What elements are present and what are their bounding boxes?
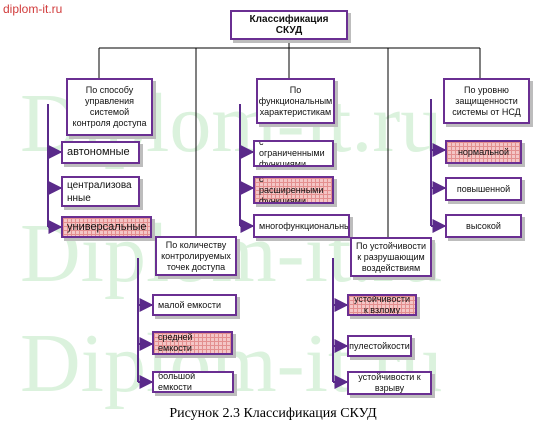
branch-capacity-item-2: средней емкости — [152, 331, 233, 355]
branch-protection-item-3: высокой — [445, 214, 522, 238]
root-box: Классификация СКУД — [230, 10, 348, 40]
branch-management-item-3: универсальные — [61, 216, 152, 238]
branch-resistance-item-1: устойчивости к взлому — [347, 294, 417, 316]
branch-protection-item-1: нормальной — [445, 140, 522, 164]
branch-protection-header: По уровню защищенности системы от НСД — [443, 78, 530, 124]
branch-functional-header: По функциональным характеристикам — [256, 78, 335, 124]
branch-functional-item-3: многофункциональные — [253, 214, 350, 238]
branch-capacity-item-1: малой емкости — [152, 294, 237, 316]
figure-caption: Рисунок 2.3 Классификация СКУД — [169, 406, 377, 421]
branch-functional-item-2: с расширенными функциями — [253, 176, 334, 204]
branch-capacity-header: По количеству контролируемых точек досту… — [155, 236, 237, 276]
branch-management-header: По способу управления системой контроля … — [66, 78, 153, 136]
branch-resistance-item-2: пулестойкости — [347, 335, 412, 357]
branch-protection-item-2: повышенной — [445, 177, 522, 201]
site-watermark: diplom-it.ru — [3, 2, 63, 16]
branch-management-item-2: централизованные — [61, 176, 140, 207]
branch-resistance-item-3: устойчивости к взрыву — [347, 371, 432, 395]
branch-management-item-1: автономные — [61, 141, 140, 164]
branch-functional-item-1: с ограниченными функциями — [253, 140, 334, 167]
branch-resistance-header: По устойчивости к разрушающим воздействи… — [350, 237, 432, 277]
branch-capacity-item-3: большой емкости — [152, 371, 234, 393]
